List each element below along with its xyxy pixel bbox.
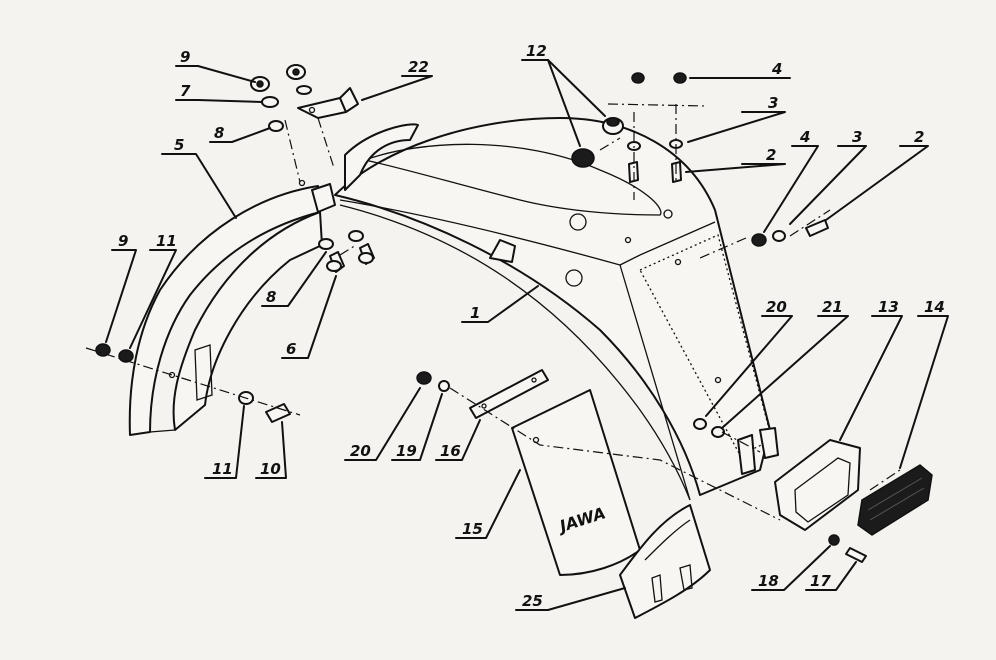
fender-front-section bbox=[128, 179, 336, 436]
label-2-side: 2 bbox=[914, 128, 924, 146]
label-2-top: 2 bbox=[766, 146, 776, 164]
assembly-lines bbox=[85, 103, 901, 521]
label-16: 16 bbox=[440, 442, 461, 460]
washer-8-top bbox=[268, 120, 284, 132]
label-19: 19 bbox=[396, 442, 417, 460]
rear-fender-main bbox=[334, 117, 779, 501]
label-4-side: 4 bbox=[799, 128, 810, 146]
label-14: 14 bbox=[924, 298, 945, 316]
reflector-fasteners bbox=[828, 534, 867, 563]
label-22: 22 bbox=[408, 58, 429, 76]
label-11-bottom: 11 bbox=[212, 460, 233, 478]
reflector-lens bbox=[857, 464, 933, 536]
label-10: 10 bbox=[260, 460, 281, 478]
label-8-top: 8 bbox=[214, 124, 224, 142]
label-25: 25 bbox=[522, 592, 543, 610]
label-9-top: 9 bbox=[180, 48, 190, 66]
label-20-left: 20 bbox=[350, 442, 371, 460]
leader-lines bbox=[105, 59, 949, 611]
label-11-side: 11 bbox=[156, 232, 177, 250]
nut-9-top bbox=[250, 64, 306, 92]
side-fasteners-right bbox=[751, 219, 829, 247]
part-labels: 9 7 8 5 22 12 4 3 2 4 3 2 9 11 8 6 1 11 … bbox=[118, 42, 945, 610]
washer-7 bbox=[261, 85, 312, 108]
label-3-side: 3 bbox=[852, 128, 862, 146]
label-3-top: 3 bbox=[768, 94, 778, 112]
reflector-housing bbox=[774, 439, 861, 531]
label-4-top: 4 bbox=[771, 60, 782, 78]
label-12: 12 bbox=[526, 42, 547, 60]
nut-4-top bbox=[631, 72, 687, 84]
label-1: 1 bbox=[470, 304, 480, 322]
rear-fasteners bbox=[693, 418, 725, 438]
mudflap-lower-bracket bbox=[619, 504, 711, 619]
label-7: 7 bbox=[180, 82, 191, 100]
label-13: 13 bbox=[878, 298, 899, 316]
label-21: 21 bbox=[822, 298, 843, 316]
mudflap: JAWA bbox=[511, 389, 641, 576]
bracket-22 bbox=[297, 87, 359, 119]
label-18: 18 bbox=[758, 572, 779, 590]
label-5: 5 bbox=[174, 136, 184, 154]
mudflap-fasteners bbox=[416, 371, 450, 392]
label-17: 17 bbox=[810, 572, 831, 590]
label-8-side: 8 bbox=[266, 288, 276, 306]
label-6: 6 bbox=[286, 340, 296, 358]
label-20-right: 20 bbox=[766, 298, 787, 316]
label-9-side: 9 bbox=[118, 232, 128, 250]
bolts-6-washers-8 bbox=[318, 230, 375, 273]
label-15: 15 bbox=[462, 520, 483, 538]
mudflap-strip bbox=[469, 369, 549, 419]
rubber-bush-12 bbox=[571, 117, 624, 168]
